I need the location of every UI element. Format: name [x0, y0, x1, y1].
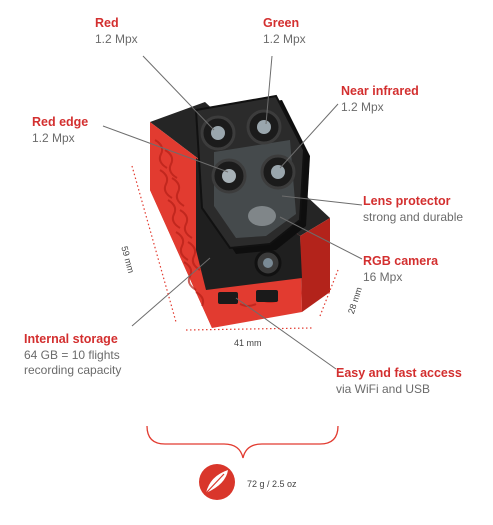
- callout-red: [142, 55, 215, 131]
- callout-lens-protector: [281, 195, 363, 206]
- label-green-title: Green: [263, 16, 300, 30]
- port-storage: [218, 292, 238, 304]
- label-easy-access-sub: via WiFi and USB: [336, 381, 431, 396]
- label-internal-storage-sub1: 64 GB = 10 flights: [24, 347, 120, 362]
- label-near-infrared: Near infrared 1.2 Mpx: [341, 84, 419, 115]
- callout-lines: [102, 55, 363, 370]
- dim-line-depth: [319, 269, 339, 317]
- dimension-lines: [131, 165, 339, 331]
- label-green: Green 1.2 Mpx: [263, 16, 306, 47]
- dim-line-width: [185, 327, 313, 331]
- callout-internal-storage: [131, 257, 211, 327]
- callout-rgb-camera: [279, 216, 363, 260]
- label-internal-storage-sub2: recording capacity: [24, 362, 122, 377]
- callout-easy-access: [235, 297, 337, 370]
- dimension-width: 41 mm: [234, 338, 262, 348]
- callout-red-edge: [102, 125, 229, 173]
- label-red-edge-sub: 1.2 Mpx: [32, 130, 75, 145]
- label-red-edge-title: Red edge: [32, 115, 89, 129]
- lens-red-edge: [211, 158, 247, 194]
- label-green-sub: 1.2 Mpx: [263, 31, 306, 46]
- feather-icon: [199, 464, 235, 500]
- lens-green: [246, 109, 282, 145]
- label-red: Red 1.2 Mpx: [95, 16, 138, 47]
- label-easy-access-title: Easy and fast access: [336, 366, 462, 380]
- label-easy-access: Easy and fast access via WiFi and USB: [336, 366, 462, 397]
- label-near-infrared-title: Near infrared: [341, 84, 419, 98]
- label-rgb-camera: RGB camera 16 Mpx: [363, 254, 438, 285]
- label-lens-protector: Lens protector strong and durable: [363, 194, 463, 225]
- label-internal-storage: Internal storage 64 GB = 10 flights reco…: [24, 332, 121, 378]
- label-lens-protector-sub: strong and durable: [363, 209, 464, 224]
- label-rgb-camera-sub: 16 Mpx: [363, 269, 403, 284]
- lens-near-infrared: [260, 154, 296, 190]
- callout-green: [265, 55, 273, 125]
- port-usb: [256, 290, 278, 302]
- label-red-sub: 1.2 Mpx: [95, 31, 138, 46]
- dim-line-height: [131, 165, 177, 323]
- weight-brace: [146, 425, 339, 459]
- label-red-title: Red: [95, 16, 119, 30]
- label-lens-protector-title: Lens protector: [363, 194, 451, 208]
- label-internal-storage-title: Internal storage: [24, 332, 118, 346]
- camera-right-face: [300, 218, 330, 312]
- glass-reflection: [248, 206, 276, 226]
- label-rgb-camera-title: RGB camera: [363, 254, 439, 268]
- callout-near-infrared: [279, 103, 339, 169]
- lens-red: [200, 115, 236, 151]
- label-red-edge: Red edge 1.2 Mpx: [32, 115, 88, 146]
- rgb-lens-glass: [263, 258, 273, 268]
- label-near-infrared-sub: 1.2 Mpx: [341, 99, 384, 114]
- weight-label: 72 g / 2.5 oz: [247, 479, 297, 489]
